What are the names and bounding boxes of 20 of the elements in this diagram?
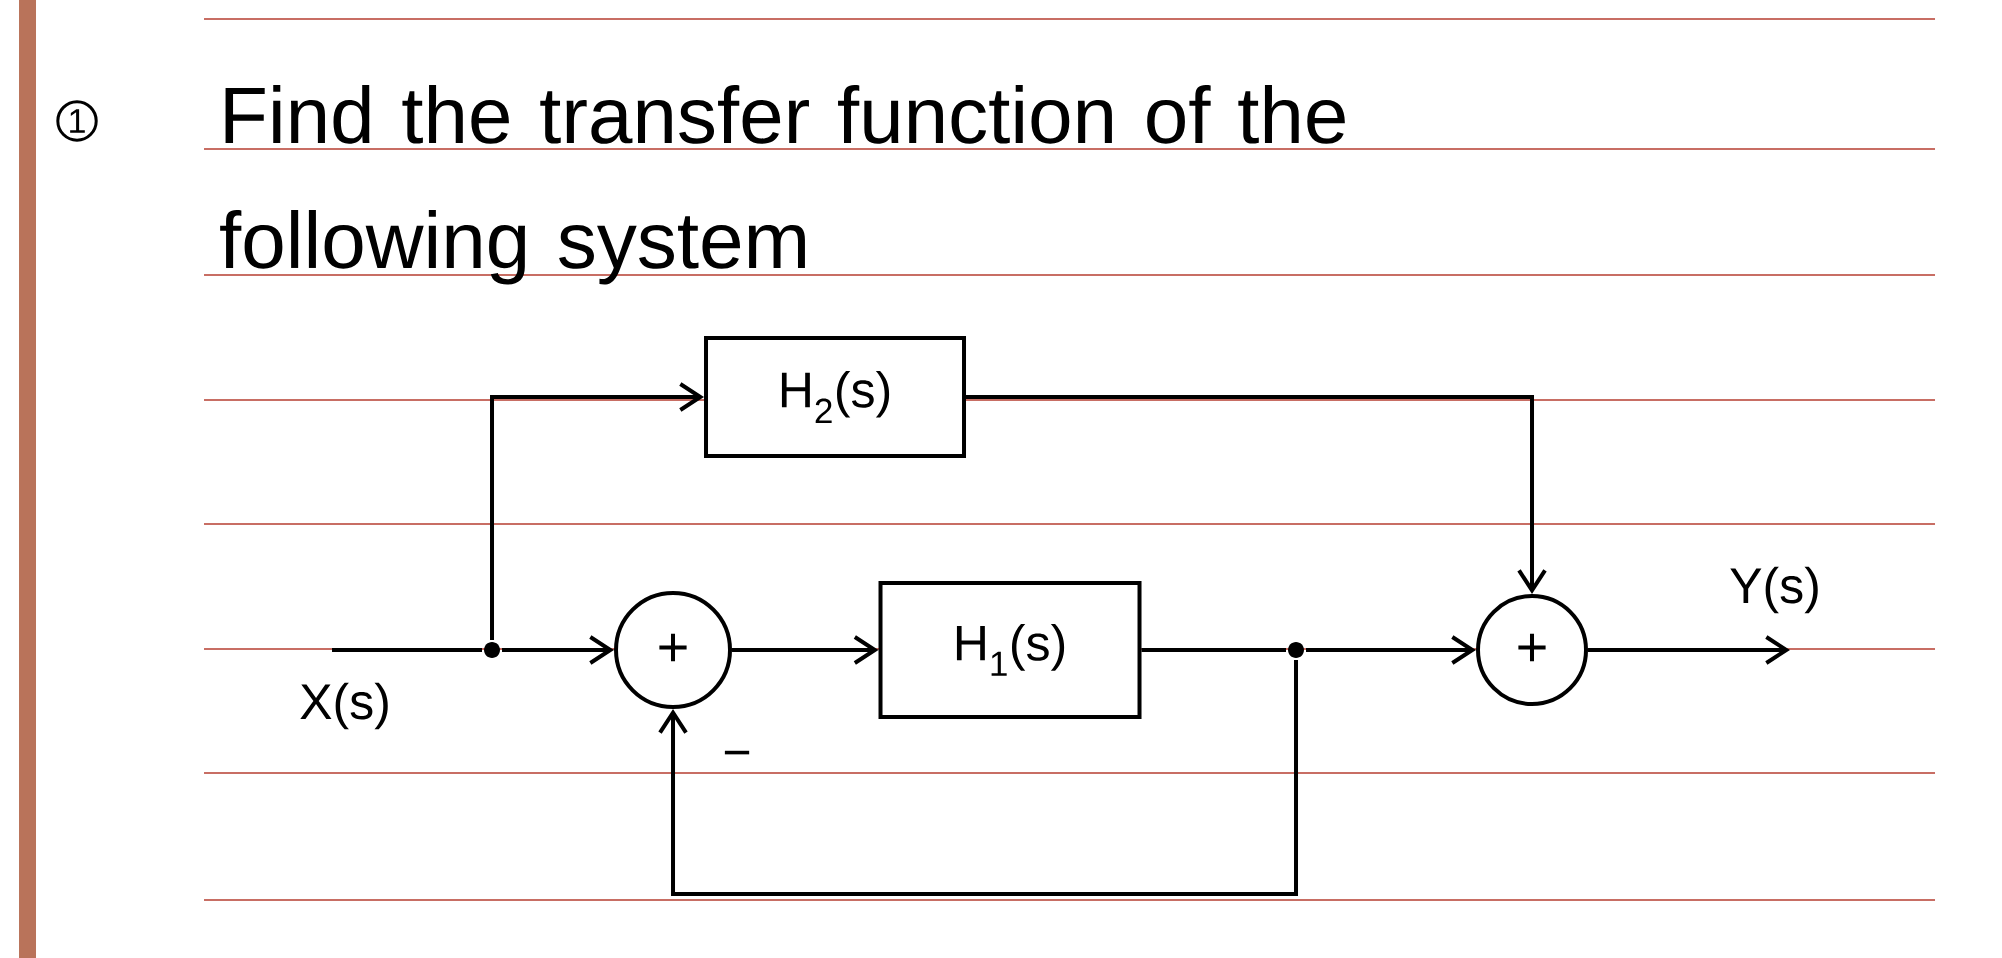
arrow xyxy=(490,382,704,640)
arrow xyxy=(502,635,615,665)
arrow xyxy=(658,660,1298,896)
junction-dot xyxy=(1288,642,1304,658)
arrow xyxy=(732,635,879,665)
block-box: H$_{1}$(s) xyxy=(878,581,1142,719)
edge-label: X(s) xyxy=(297,680,393,732)
title: Find the transfer function of the following system xyxy=(220,85,1345,285)
edge-label: Y(s) xyxy=(1727,564,1823,616)
arrow xyxy=(966,395,1547,594)
signal-line xyxy=(1141,648,1286,652)
signal-line xyxy=(332,648,482,652)
summing-junction: + xyxy=(1476,594,1588,706)
summing-junction: + xyxy=(614,591,732,709)
block-box: H$_{2}$(s) xyxy=(704,336,966,458)
arrow xyxy=(1588,635,1790,665)
junction-dot xyxy=(484,642,500,658)
circled-number: 1 xyxy=(56,100,98,142)
minus-sign: − xyxy=(724,750,750,755)
arrow xyxy=(1306,635,1476,665)
